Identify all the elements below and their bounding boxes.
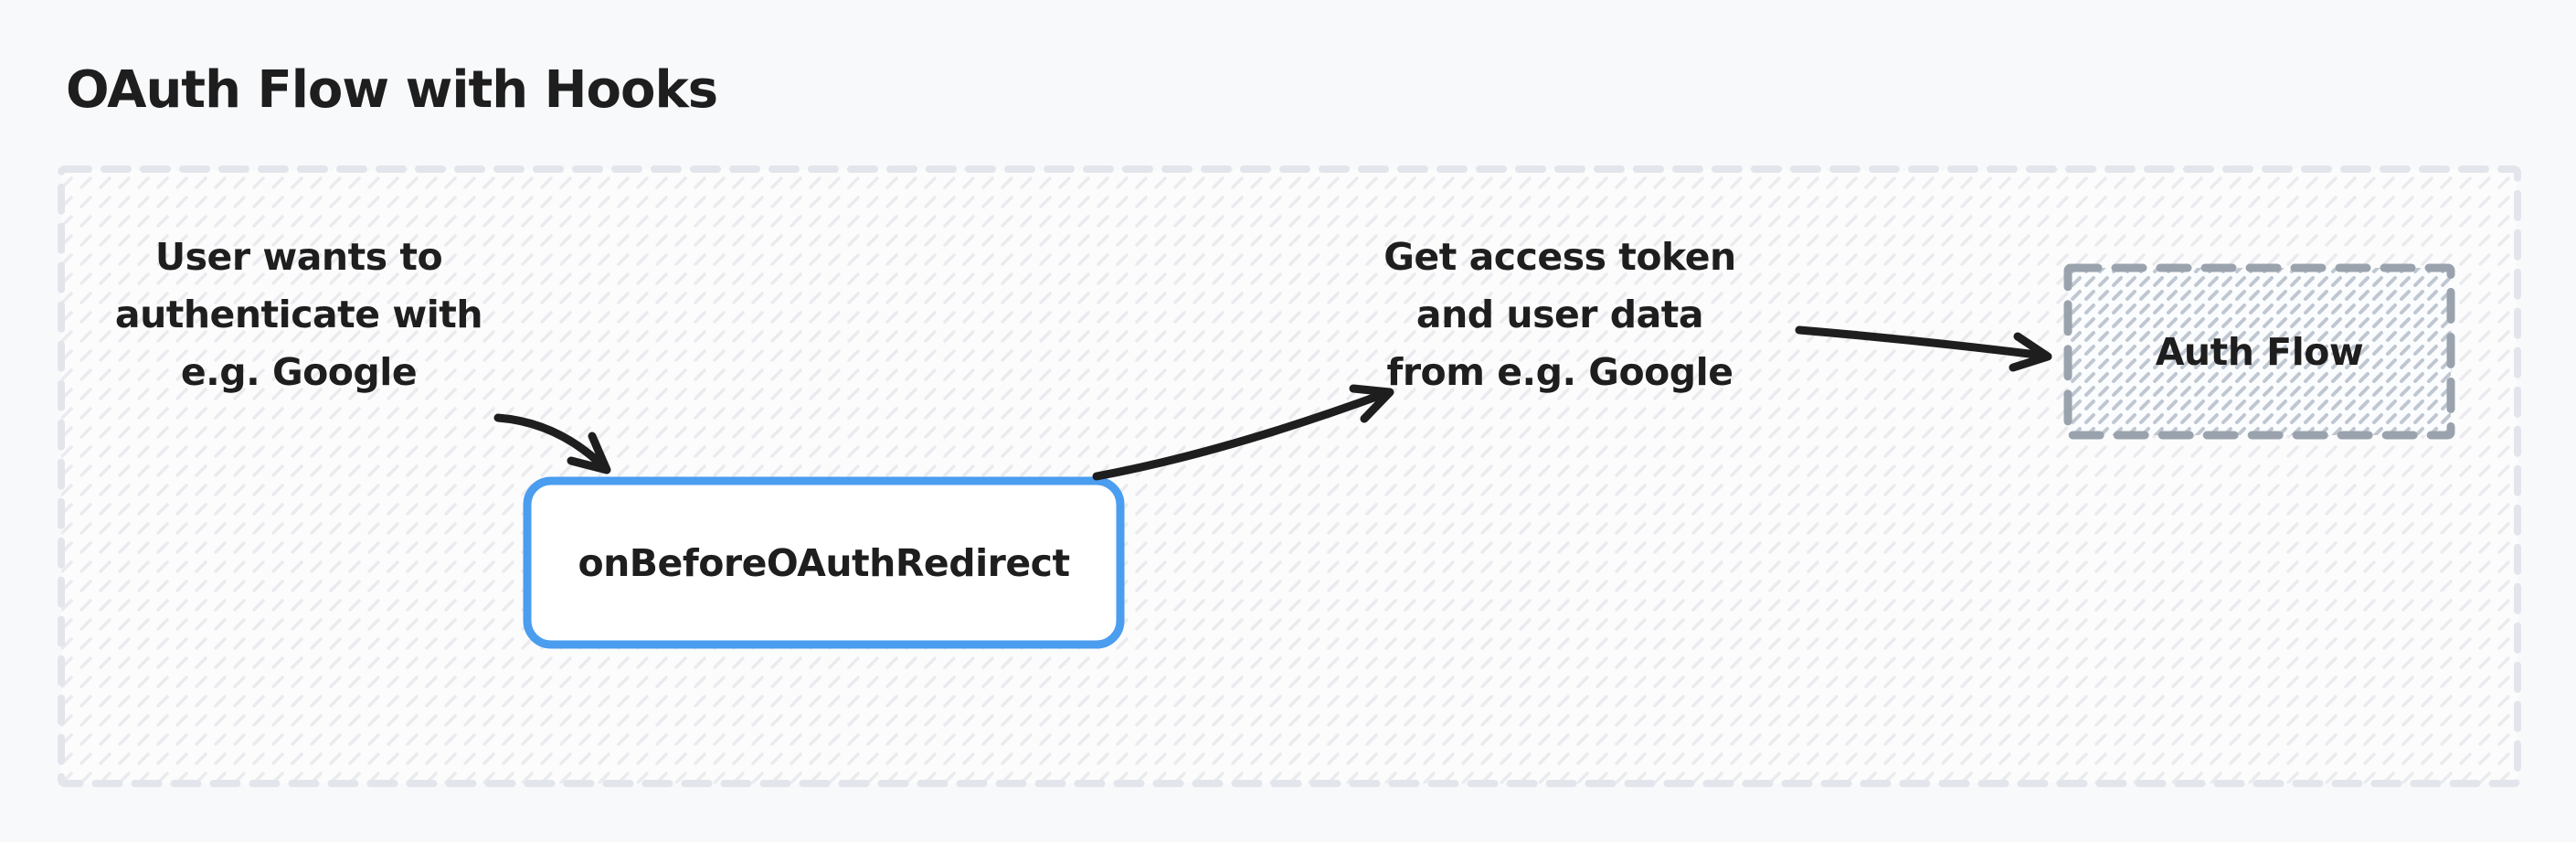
auth-flow-node [2063, 263, 2455, 440]
arrow-user-to-hook-head [567, 432, 611, 474]
arrow-hook-to-token [1092, 389, 1391, 481]
hook-node [523, 476, 1125, 649]
page-title: OAuth Flow with Hooks [66, 60, 718, 120]
token-note-text: Get access token and user data from e.g.… [1383, 235, 1736, 394]
arrow-token-to-authflow-head [2009, 332, 2052, 372]
hook-node-label: onBeforeOAuthRedirect [578, 540, 1070, 585]
arrow-token-to-authflow [1795, 325, 2049, 360]
arrow-user-to-hook [493, 413, 608, 471]
user-note-text: User wants to authenticate with e.g. Goo… [114, 235, 483, 394]
flow-arrows [493, 325, 2052, 481]
arrow-hook-to-token-head [1349, 384, 1394, 423]
auth-flow-node-label: Auth Flow [2155, 329, 2364, 374]
